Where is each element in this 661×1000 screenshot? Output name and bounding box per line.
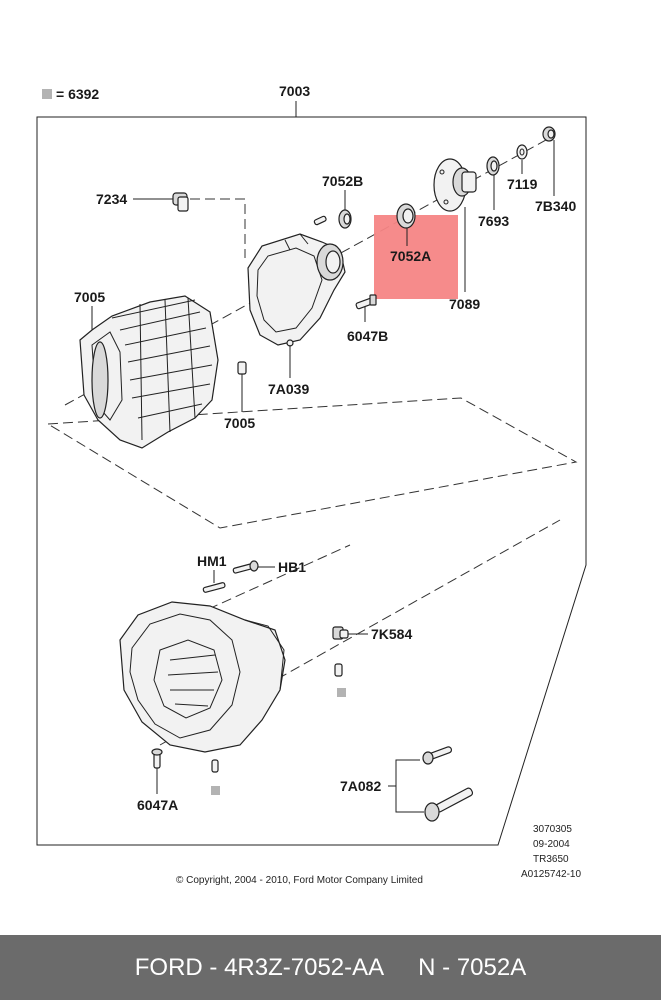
part-stud-lower	[211, 759, 219, 773]
legend-text: = 6392	[56, 86, 99, 102]
meta-line-4: A0125742-10	[521, 869, 581, 880]
part-number-text: FORD - 4R3Z-7052-AA	[134, 953, 385, 981]
part-7119-washer	[516, 144, 528, 160]
part-6047B-bolt	[355, 294, 377, 310]
assembly-outline	[36, 116, 587, 846]
callout-7052A: 7052A	[390, 248, 431, 264]
meta-line-2: 09-2004	[533, 839, 570, 850]
part-7A082-pin-lower	[424, 787, 474, 822]
part-7B340-nut	[542, 126, 556, 142]
part-HM1-bolt	[202, 582, 226, 593]
part-7052A-seal	[396, 203, 416, 229]
part-dowel-pin	[313, 215, 327, 226]
part-HB1-bolt	[232, 560, 259, 574]
callout-7003: 7003	[279, 83, 310, 99]
copyright-text: © Copyright, 2004 - 2010, Ford Motor Com…	[176, 875, 423, 886]
meta-line-3: TR3650	[533, 854, 569, 865]
highlight-7052A	[374, 215, 458, 299]
part-7A082-pin-upper	[422, 746, 453, 765]
part-7089-flange	[433, 158, 477, 212]
part-bellhousing	[119, 601, 286, 753]
part-number-bar: FORD - 4R3Z-7052-AA N - 7052A	[0, 935, 661, 1000]
part-7K584-sensor	[332, 626, 349, 640]
part-7005-case	[79, 295, 219, 449]
callout-HM1: HM1	[197, 553, 227, 569]
exploded-parts-diagram: = 6392 7003 7234 7A039 7052B	[36, 83, 587, 886]
dashed-link-7234	[190, 198, 246, 258]
part-stud-right	[334, 663, 343, 677]
callout-7A039: 7A039	[268, 381, 309, 397]
callout-7A082: 7A082	[340, 778, 381, 794]
callout-6047B: 6047B	[347, 328, 388, 344]
reference-text: N - 7052A	[418, 953, 527, 981]
dashed-plane	[46, 397, 578, 529]
callout-7119: 7119	[507, 176, 538, 192]
callout-7005-upper: 7005	[74, 289, 105, 305]
part-7052B-seal	[338, 209, 352, 229]
callout-7693: 7693	[478, 213, 509, 229]
callout-7089: 7089	[449, 296, 480, 312]
callout-7005-lower: 7005	[224, 415, 255, 431]
part-7693-seal	[486, 156, 500, 176]
part-7A039-extension-housing	[247, 233, 346, 347]
legend-marker-right	[337, 688, 346, 697]
part-7234-sensor	[172, 192, 189, 212]
callout-7052B: 7052B	[322, 173, 363, 189]
part-6047A-bolt	[151, 748, 163, 769]
legend-marker-lower	[211, 786, 220, 795]
callout-7B340: 7B340	[535, 198, 576, 214]
callout-7K584: 7K584	[371, 626, 412, 642]
legend-square-icon	[42, 89, 52, 99]
callout-6047A: 6047A	[137, 797, 178, 813]
meta-line-1: 3070305	[533, 824, 572, 835]
callout-HB1: HB1	[278, 559, 306, 575]
part-7005-pin	[237, 361, 247, 375]
callout-7234: 7234	[96, 191, 127, 207]
bracket-7A082	[388, 759, 424, 813]
